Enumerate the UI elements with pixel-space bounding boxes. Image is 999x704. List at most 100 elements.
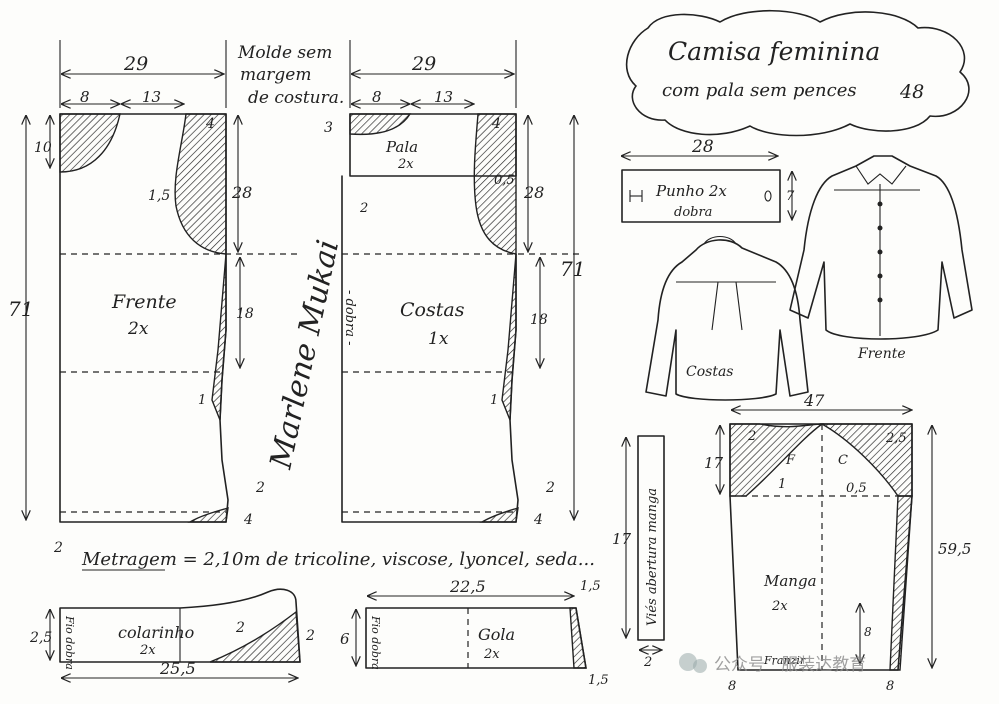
- collar-stand-end: 2: [305, 628, 315, 644]
- watermark-text: 公众号 · 服装达教育: [714, 655, 866, 675]
- back-arm: 0,5: [494, 173, 515, 188]
- back-fold: - dobra -: [342, 290, 357, 346]
- placket-name: Viés abertura manga: [645, 488, 660, 626]
- collar-piece: Fio dobra Gola 2x 22,5 6 1,5 1,5: [340, 577, 609, 688]
- sleeve-qty: 2x: [771, 599, 788, 614]
- front-neckline: [59, 113, 121, 173]
- front-armhole-h: 28: [231, 183, 252, 202]
- collar-length: 22,5: [449, 577, 486, 596]
- back-sketch-pleat: [711, 281, 743, 331]
- back-neck-drop: 3: [324, 120, 333, 136]
- back-shoulder-drop: 4: [491, 116, 501, 132]
- sleeve-name: Manga: [763, 572, 817, 590]
- collar-stand-h: 2,5: [29, 630, 52, 646]
- back-pattern-piece: 29 8 13 3 4 Pala 2x 0,5 2 - dobra - 28 7…: [324, 40, 585, 528]
- placket-outline: [637, 435, 665, 641]
- cuff-fold: dobra: [674, 205, 712, 220]
- front-hem-out: 2: [255, 480, 265, 496]
- collar-outline: [365, 607, 587, 669]
- sleeve-placket-piece: Viés abertura manga 17 2: [612, 435, 665, 670]
- collar-h: 6: [340, 630, 350, 648]
- sleeve-letter-f: F: [785, 453, 796, 468]
- front-width: 29: [123, 53, 148, 75]
- front-bottom: 2: [53, 540, 63, 556]
- title-line2: com pala sem pences: [662, 80, 857, 101]
- back-width: 29: [411, 53, 436, 75]
- back-sketch-label: Costas: [686, 364, 733, 380]
- placket-length: 17: [612, 530, 632, 548]
- back-neck-w: 8: [372, 88, 382, 106]
- back-armhole: [473, 113, 517, 255]
- back-yoke-drop: 2: [359, 201, 368, 216]
- front-hem-up: 4: [243, 512, 253, 528]
- collar-name: Gola: [478, 625, 515, 644]
- signature: Marlene Mukai: [263, 237, 346, 473]
- sleeve-cap-left: [729, 423, 825, 497]
- front-shoulder-w: 13: [142, 88, 161, 106]
- collar-bottom: 1,5: [588, 673, 609, 688]
- title-size: 48: [899, 81, 924, 103]
- button-icon: [877, 273, 883, 279]
- cuff-length: 28: [691, 137, 714, 157]
- shirt-front-sketch: Frente: [789, 155, 973, 362]
- front-sketch-body: [789, 155, 973, 340]
- back-waist-in: 1: [490, 393, 498, 408]
- button-icon: [877, 225, 883, 231]
- sleeve-cap-in-r: 0,5: [846, 481, 867, 496]
- sleeve-length: 59,5: [938, 540, 971, 558]
- cuff-button-icon: [764, 190, 772, 202]
- collar-stand-qty: 2x: [139, 643, 156, 658]
- front-arm: 1,5: [148, 188, 170, 204]
- collar-stand-tip-label: 2: [235, 620, 245, 636]
- title-line1: Camisa feminina: [668, 37, 880, 66]
- collar-stand-name: colarinho: [118, 623, 194, 642]
- wechat-icon-2: [693, 659, 707, 673]
- collar-stand-fold: Fio dobra: [63, 615, 76, 670]
- button-icon: [877, 249, 883, 255]
- front-length: 71: [8, 297, 33, 321]
- sleeve-seam-right: [889, 495, 913, 671]
- sleeve-piece: 47 17 2 2,5 1 0,5 F C 59,5 Manga 2x 8 Fr…: [704, 391, 971, 694]
- back-hem-up: 4: [533, 512, 543, 528]
- note-line1: Molde sem: [237, 43, 332, 63]
- sleeve-hem-r: 8: [886, 679, 894, 694]
- sleeve-width: 47: [803, 391, 825, 410]
- back-hem-curve: [479, 507, 519, 523]
- sleeve-gather-h: 8: [864, 625, 872, 639]
- shirt-back-sketch: Costas: [645, 235, 809, 401]
- collar-top: 1,5: [580, 579, 601, 594]
- back-sketch-collar: [703, 235, 737, 245]
- back-armhole-h: 28: [523, 183, 544, 202]
- back-shoulder-w: 13: [434, 88, 453, 106]
- wechat-icon: [679, 653, 697, 671]
- back-qty: 1x: [428, 329, 449, 349]
- placket-w: 2: [643, 655, 652, 670]
- front-armhole: [174, 113, 227, 255]
- sleeve-cap-l: 2: [747, 429, 756, 444]
- front-waist: 18: [236, 306, 254, 322]
- button-icon: [877, 297, 883, 303]
- back-yoke: Pala: [385, 138, 418, 156]
- cuff-name: Punho 2x: [655, 182, 727, 200]
- front-qty: 2x: [127, 319, 149, 339]
- pattern-note: Molde sem margem de costura.: [237, 43, 344, 108]
- button-icon: [877, 201, 883, 207]
- front-waist-in: 1: [198, 393, 206, 408]
- sleeve-letter-c: C: [838, 453, 848, 468]
- back-hem-out: 2: [545, 480, 555, 496]
- collar-stand-outline: [59, 588, 301, 663]
- collar-stand-length: 25,5: [159, 659, 196, 678]
- back-name: Costas: [400, 299, 465, 321]
- collar-stand-piece: Fio dobra colarinho 2x 2,5 2 2 25,5: [29, 588, 315, 678]
- front-neck-w: 8: [80, 88, 90, 106]
- front-side-waist: [211, 253, 227, 421]
- collar-tip: [569, 607, 587, 669]
- front-pattern-piece: 29 8 13 10 4 1,5 28 71 18 1 2 4 2 Frente…: [8, 40, 300, 556]
- back-side-waist: [501, 253, 517, 421]
- title-cloud: Camisa feminina com pala sem pences 48: [625, 9, 970, 137]
- collar-stand-tip: [209, 610, 301, 663]
- sleeve-gather: Franzir: [763, 654, 806, 667]
- front-shoulder-drop: 4: [205, 116, 215, 132]
